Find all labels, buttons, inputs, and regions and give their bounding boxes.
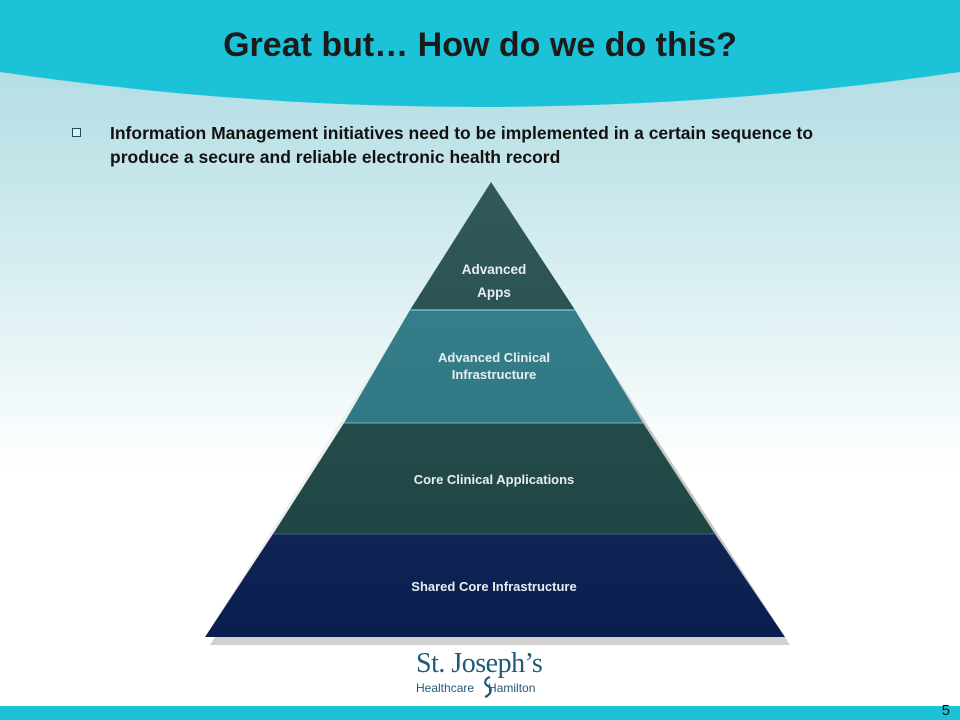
tier-label-apps: Apps	[477, 285, 511, 300]
logo-swirl-icon	[484, 676, 492, 698]
header-band	[0, 0, 960, 107]
logo-healthcare-text: Healthcare	[416, 681, 475, 695]
logo-hamilton-text: Hamilton	[488, 681, 536, 695]
tier-label-advanced-clinical: Advanced Clinical	[438, 350, 550, 365]
footer-bar	[0, 706, 960, 720]
tier-label-infrastructure: Infrastructure	[452, 367, 537, 382]
logo-name: St. Joseph’s	[416, 648, 543, 679]
st-josephs-logo: St. Joseph’s Healthcare Hamilton	[414, 648, 564, 700]
slide-number: 5	[941, 702, 950, 719]
bullet-text: Information Management initiatives need …	[110, 123, 814, 167]
square-bullet-icon	[72, 128, 81, 137]
tier-label-core-clinical-applications: Core Clinical Applications	[414, 472, 575, 487]
tier-label-shared-core-infrastructure: Shared Core Infrastructure	[411, 579, 576, 594]
tier-label-advanced: Advanced	[462, 262, 527, 277]
logo-subtitle: Healthcare Hamilton	[416, 681, 535, 695]
slide-title: Great but… How do we do this?	[223, 26, 737, 64]
